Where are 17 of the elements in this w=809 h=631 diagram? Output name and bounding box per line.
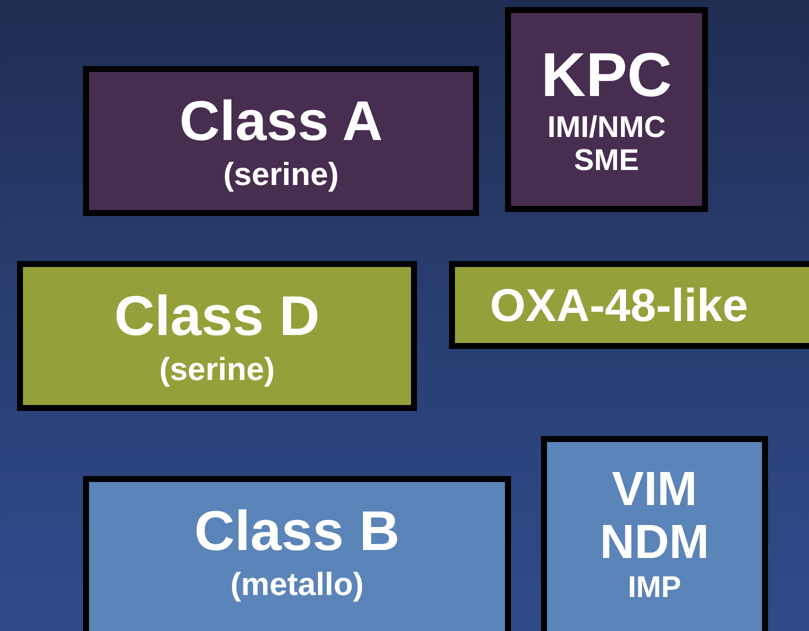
subtitle-text: IMP [628,571,682,604]
class-box [83,476,511,631]
class-box [83,66,479,216]
heading-text: OXA-48-like [490,280,748,330]
class-box [541,436,768,631]
class-box [449,261,809,349]
heading-text: Class A [179,90,383,152]
heading-text: VIM NDM [598,464,710,570]
heading-text: KPC [541,42,672,111]
subtitle-text: (metallo) [230,567,364,602]
class-box [505,7,708,212]
subtitle-text: (serine) [159,352,275,388]
class-box [17,261,417,411]
heading-text: Class B [194,500,400,562]
heading-text: Class D [114,284,320,346]
subtitle-text: (serine) [223,157,339,192]
subtitle-text: IMI/NMC SME [546,110,667,177]
